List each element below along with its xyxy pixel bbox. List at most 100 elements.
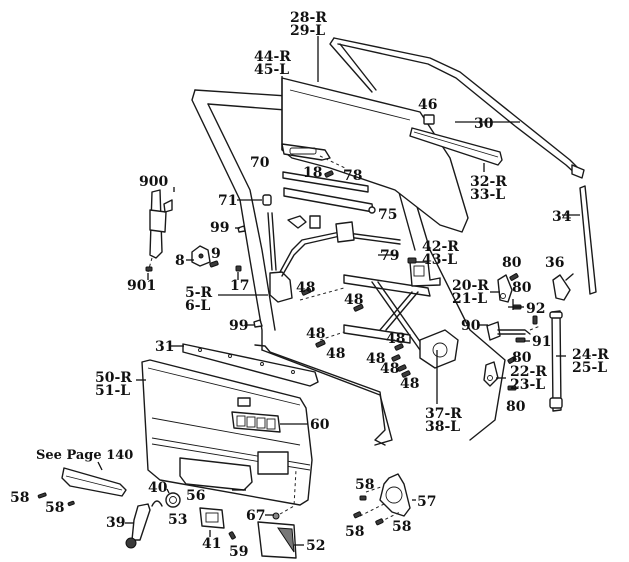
belt-strips <box>282 171 376 214</box>
callout-17: 17 <box>230 278 249 294</box>
callout-79: 79 <box>380 248 399 264</box>
callout-58-speaker-right: 58 <box>392 519 411 535</box>
callout-80-bottom: 80 <box>506 399 526 415</box>
armrest <box>61 467 127 497</box>
callout-6-l: 6-L <box>185 298 211 314</box>
door-lock <box>262 194 401 303</box>
callout-38-l: 38-L <box>425 419 460 435</box>
callout-33-l: 33-L <box>470 187 505 203</box>
callout-30: 30 <box>474 116 494 132</box>
callout-58-left: 58 <box>10 490 29 506</box>
speaker <box>359 473 411 523</box>
belt-weatherstrip <box>409 127 503 166</box>
bracket-900 <box>147 189 173 273</box>
callout-48-left: 48 <box>306 326 325 342</box>
callout-40: 40 <box>148 480 168 496</box>
fasteners <box>37 170 538 540</box>
callout-58-left2: 58 <box>45 500 64 516</box>
inner-panel-lower <box>254 344 386 446</box>
callout-70: 70 <box>250 155 270 171</box>
callout-48-a: 48 <box>326 346 345 362</box>
callout-92: 92 <box>526 301 545 317</box>
callout-23-l: 23-L <box>510 377 545 393</box>
callout-50-r: 50-R <box>95 370 132 386</box>
callout-44-r: 44-R <box>254 49 291 65</box>
callout-25-l: 25-L <box>572 360 607 376</box>
division-channel <box>579 185 597 295</box>
callout-46: 46 <box>418 97 437 113</box>
window-crank <box>125 503 151 549</box>
callout-99-upper: 99 <box>210 220 229 236</box>
callout-52: 52 <box>306 538 325 554</box>
lower-hinge <box>483 361 499 387</box>
glass-run-weatherstrip <box>329 37 585 179</box>
callout-53: 53 <box>168 512 187 528</box>
callout-36: 36 <box>545 255 564 271</box>
callout-71: 71 <box>218 193 237 209</box>
callout-5-r: 5-R <box>185 285 213 301</box>
clip-40 <box>151 500 163 507</box>
small-parts <box>237 215 355 328</box>
upper-hinge <box>497 274 513 303</box>
weatherstrip-24 <box>549 310 563 412</box>
callout-48-c: 48 <box>380 361 399 377</box>
speaker-grille <box>257 521 297 559</box>
callout-80-upper: 80 <box>502 255 522 271</box>
callout-22-r: 22-R <box>510 364 547 380</box>
callout-42-r: 42-R <box>422 239 459 255</box>
callout-20-r: 20-R <box>452 278 489 294</box>
door-check <box>486 321 541 341</box>
callout-21-l: 21-L <box>452 291 487 307</box>
door-trim-panel <box>141 359 313 506</box>
callout-80-hinge: 80 <box>512 280 532 296</box>
callout-9: 9 <box>211 246 221 262</box>
armrest-bracket <box>182 343 319 387</box>
callout-58-speaker-top: 58 <box>355 477 374 493</box>
bracket-42 <box>409 261 441 287</box>
callout-51-l: 51-L <box>95 383 130 399</box>
see-page-reference: See Page 140 <box>36 448 133 463</box>
callout-99-lower: 99 <box>229 318 248 334</box>
callout-43-l: 43-L <box>422 252 457 268</box>
callout-48-regulator-top: 48 <box>344 292 363 308</box>
callout-39: 39 <box>106 515 125 531</box>
callout-8: 8 <box>175 253 185 269</box>
callout-67: 67 <box>246 508 265 524</box>
callout-60: 60 <box>310 417 330 433</box>
stop-36 <box>552 273 574 301</box>
callout-32-r: 32-R <box>470 174 507 190</box>
callout-900: 900 <box>139 174 168 190</box>
escutcheon <box>165 492 181 508</box>
callout-901: 901 <box>127 278 156 294</box>
callout-78: 78 <box>343 168 362 184</box>
callout-labels: 28-R 29-L 44-R 45-L 46 30 32-R 33-L 70 1… <box>10 10 609 560</box>
callout-41: 41 <box>202 536 221 552</box>
callout-48-b: 48 <box>366 351 385 367</box>
callout-56: 56 <box>186 488 205 504</box>
callout-90: 90 <box>461 318 481 334</box>
clip-46 <box>423 114 435 125</box>
callout-57: 57 <box>417 494 436 510</box>
callout-18: 18 <box>303 165 322 181</box>
callout-48-lock: 48 <box>296 280 315 296</box>
callout-24-r: 24-R <box>572 347 609 363</box>
callout-29-l: 29-L <box>290 23 325 39</box>
callout-91: 91 <box>532 334 551 350</box>
callout-58-speaker-left: 58 <box>345 524 364 540</box>
callout-45-l: 45-L <box>254 62 289 78</box>
callout-31: 31 <box>155 339 174 355</box>
handle-bezel <box>199 507 225 529</box>
window-regulator <box>299 274 459 369</box>
callout-34: 34 <box>552 209 572 225</box>
callout-48-d: 48 <box>400 376 419 392</box>
callout-28-r: 28-R <box>290 10 327 26</box>
callout-37-r: 37-R <box>425 406 462 422</box>
callout-48-mid: 48 <box>386 331 405 347</box>
glass-channel <box>281 143 346 169</box>
leader-lines <box>97 36 580 546</box>
callout-75: 75 <box>378 207 397 223</box>
callout-59: 59 <box>229 544 248 560</box>
lock-cylinder <box>191 245 211 267</box>
callout-80-lower: 80 <box>512 350 532 366</box>
